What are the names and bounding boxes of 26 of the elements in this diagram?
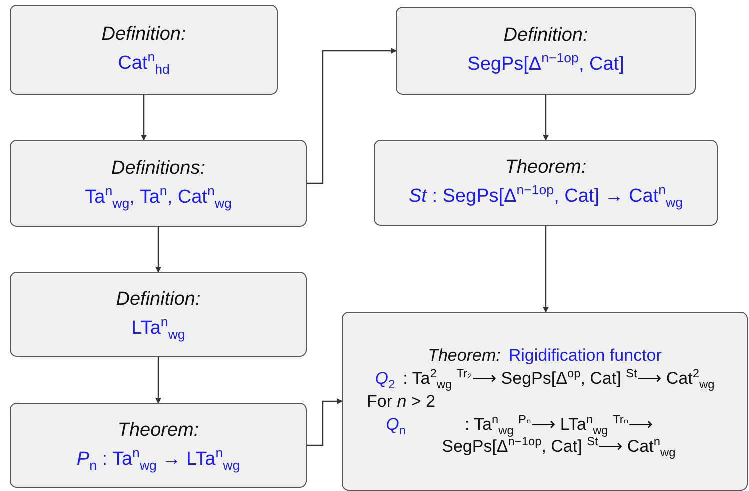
heading-label: Definition: <box>504 24 588 48</box>
theorem-box <box>10 272 307 357</box>
theorem-box <box>10 403 307 488</box>
heading-label: Definition: <box>116 288 201 312</box>
formula-text: Q$_{2}$ <box>375 368 396 390</box>
heading-label: Theorem: <box>505 156 587 180</box>
arrow <box>141 95 147 141</box>
arrow <box>307 398 343 446</box>
theorem-box <box>10 140 307 227</box>
arrow <box>543 95 549 141</box>
theorem-box <box>374 140 718 226</box>
formula-text: Rigidification functor <box>508 344 662 367</box>
heading-label: Definitions: <box>112 156 206 181</box>
heading-label: Theorem: <box>118 418 200 443</box>
arrow <box>543 226 549 313</box>
theorem-box <box>342 312 748 491</box>
heading-label: Theorem: <box>428 344 501 367</box>
formula-text: For n > 2 <box>367 390 436 413</box>
formula-text: SegPs[Δ$^{n−1}$$^{op}$, Cat] <box>468 53 624 77</box>
heading-label: Definition: <box>102 23 186 48</box>
arrow <box>156 227 162 273</box>
arrow <box>156 357 162 404</box>
formula-text: Q$_{n}$ <box>386 414 406 436</box>
theorem-box <box>10 5 278 95</box>
arrow <box>307 48 397 184</box>
theorem-box <box>396 7 696 95</box>
